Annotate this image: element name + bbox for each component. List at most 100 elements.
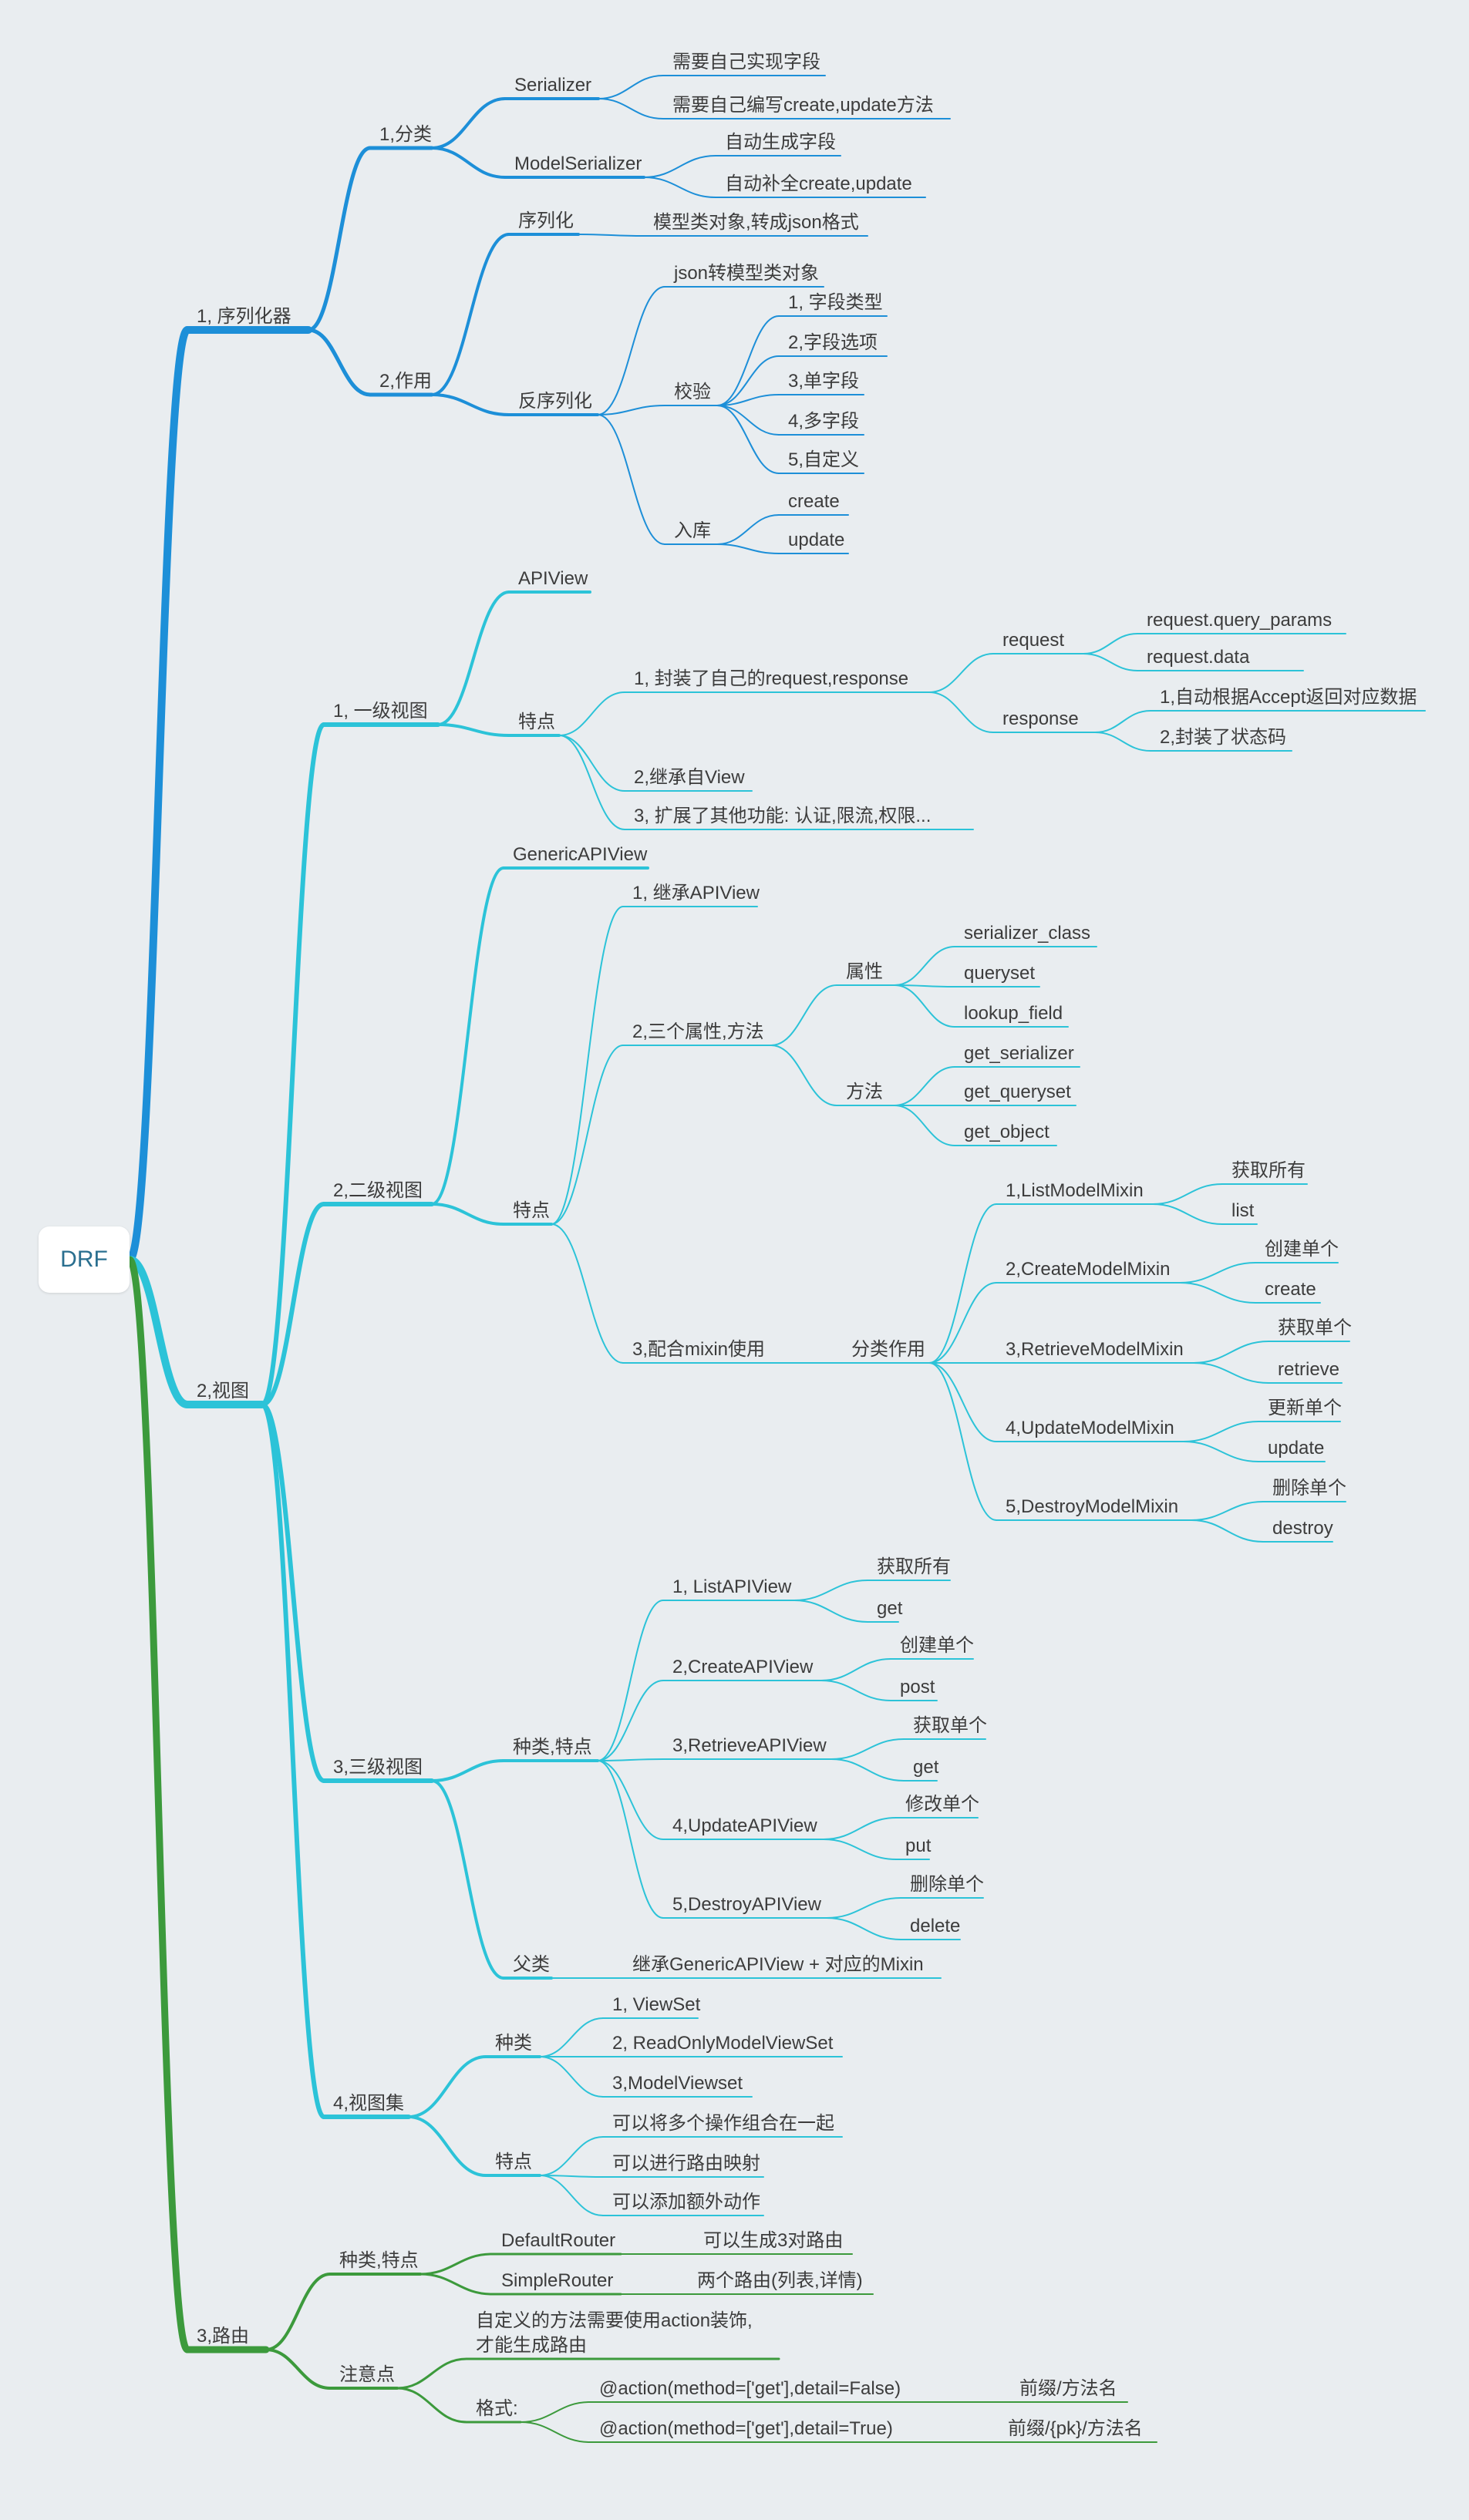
node-v1b1b1[interactable]: 1,自动根据Accept返回对应数据 bbox=[1094, 687, 1426, 733]
node-s1b2[interactable]: 自动补全create,update bbox=[643, 173, 926, 198]
node-s2b3[interactable]: 入库 bbox=[597, 414, 718, 545]
node-s2b2c[interactable]: 3,单字段 bbox=[716, 371, 864, 406]
node-m5b[interactable]: destroy bbox=[1191, 1518, 1333, 1543]
node-v3b[interactable]: 父类 bbox=[430, 1779, 553, 1980]
node-m1b[interactable]: list bbox=[1152, 1200, 1258, 1225]
node-v4b[interactable]: 特点 bbox=[407, 2115, 541, 2177]
node-v2b1[interactable]: 1, 继承APIView bbox=[551, 883, 760, 1225]
node-s2b3a[interactable]: create bbox=[716, 491, 849, 545]
node-s1a1[interactable]: 需要自己实现字段 bbox=[598, 52, 826, 99]
root-node[interactable]: DRF bbox=[39, 1226, 130, 1293]
node-v1b3[interactable]: 3, 扩展了其他功能: 认证,限流,权限... bbox=[558, 735, 974, 830]
node-v1b1a1[interactable]: request.query_params bbox=[1083, 610, 1346, 654]
node-v1b1a[interactable]: request bbox=[928, 630, 1084, 693]
node-s2a1[interactable]: 模型类对象,转成json格式 bbox=[578, 212, 868, 237]
node-r2b[interactable]: 格式: bbox=[396, 2387, 522, 2424]
node-g2a[interactable]: 创建单个 bbox=[820, 1635, 974, 1681]
node-r1[interactable]: 种类,特点 bbox=[264, 2250, 422, 2351]
node-g5b[interactable]: delete bbox=[826, 1916, 961, 1940]
node-m4a[interactable]: 更新单个 bbox=[1183, 1398, 1342, 1442]
node-r2b1[interactable]: @action(method=['get'],detail=False) bbox=[520, 2378, 930, 2423]
node-v1b1[interactable]: 1, 封装了自己的request,response bbox=[558, 668, 930, 736]
node-s2b2a[interactable]: 1, 字段类型 bbox=[716, 292, 888, 406]
node-v3[interactable]: 3,三级视图 bbox=[260, 1402, 434, 1783]
node-v1b1a2[interactable]: request.data bbox=[1083, 647, 1304, 671]
node-g5a[interactable]: 删除单个 bbox=[826, 1874, 984, 1919]
node-v1b1b2[interactable]: 2,封装了状态码 bbox=[1094, 727, 1292, 752]
node-v2b2[interactable]: 2,三个属性,方法 bbox=[551, 1021, 772, 1225]
node-r2a[interactable]: 自定义的方法需要使用action装饰,才能生成路由 bbox=[396, 2310, 780, 2390]
node-v1b1b[interactable]: response bbox=[928, 691, 1096, 733]
node-v2b2b2[interactable]: get_queryset bbox=[894, 1082, 1076, 1107]
node-s2a[interactable]: 序列化 bbox=[430, 210, 580, 396]
node-v2b2a1[interactable]: serializer_class bbox=[894, 923, 1097, 986]
node-m4[interactable]: 4,UpdateModelMixin bbox=[928, 1362, 1184, 1442]
node-v1a[interactable]: APIView bbox=[436, 568, 591, 726]
node-v2b3[interactable]: 3,配合mixin使用 bbox=[551, 1223, 772, 1364]
node-v4a[interactable]: 种类 bbox=[407, 2033, 541, 2118]
node-v4[interactable]: 4,视图集 bbox=[260, 1402, 411, 2119]
node-m5a[interactable]: 删除单个 bbox=[1191, 1478, 1346, 1521]
node-r[interactable]: 3,路由 bbox=[126, 1256, 270, 2353]
node-g3a[interactable]: 获取单个 bbox=[831, 1715, 987, 1760]
node-r1a[interactable]: DefaultRouter bbox=[419, 2230, 622, 2276]
node-v2b2b1[interactable]: get_serializer bbox=[894, 1043, 1080, 1106]
node-v4b1[interactable]: 可以将多个操作组合在一起 bbox=[539, 2113, 843, 2176]
node-s2b2[interactable]: 校验 bbox=[597, 382, 718, 416]
node-s[interactable]: 1, 序列化器 bbox=[126, 306, 312, 1263]
node-s2b3b[interactable]: update bbox=[716, 530, 849, 554]
node-g2[interactable]: 2,CreateAPIView bbox=[597, 1657, 822, 1761]
node-s1b[interactable]: ModelSerializer bbox=[430, 146, 645, 179]
node-v2b2b[interactable]: 方法 bbox=[770, 1045, 895, 1106]
node-r2[interactable]: 注意点 bbox=[264, 2348, 399, 2390]
node-g2b[interactable]: post bbox=[820, 1677, 938, 1701]
node-r2b1a[interactable]: 前缀/方法名 bbox=[928, 2378, 1128, 2403]
node-m3a[interactable]: 获取单个 bbox=[1193, 1317, 1352, 1364]
node-g3b[interactable]: get bbox=[831, 1757, 939, 1781]
node-v3b1[interactable]: 继承GenericAPIView + 对应的Mixin bbox=[551, 1954, 942, 1980]
node-g4b[interactable]: put bbox=[823, 1835, 932, 1860]
node-r1a1[interactable]: 可以生成3对路由 bbox=[620, 2230, 853, 2256]
node-s1b1[interactable]: 自动生成字段 bbox=[643, 132, 841, 178]
node-v2b2a[interactable]: 属性 bbox=[770, 961, 895, 1046]
node-v3a[interactable]: 种类,特点 bbox=[430, 1737, 599, 1782]
node-m3[interactable]: 3,RetrieveModelMixin bbox=[928, 1339, 1194, 1364]
node-r1b1[interactable]: 两个路由(列表,详情) bbox=[620, 2270, 874, 2296]
node-v1[interactable]: 1, 一级视图 bbox=[260, 701, 440, 1407]
node-v2[interactable]: 2,二级视图 bbox=[260, 1180, 434, 1407]
node-g4[interactable]: 4,UpdateAPIView bbox=[597, 1760, 824, 1840]
node-s2b1[interactable]: json转模型类对象 bbox=[597, 263, 824, 416]
node-v4a3[interactable]: 3,ModelViewset bbox=[539, 2056, 753, 2098]
node-s1[interactable]: 1,分类 bbox=[306, 124, 434, 332]
node-v1b[interactable]: 特点 bbox=[436, 712, 561, 737]
node-g1[interactable]: 1, ListAPIView bbox=[597, 1576, 795, 1761]
node-m1a[interactable]: 获取所有 bbox=[1152, 1160, 1308, 1205]
node-m2[interactable]: 2,CreateModelMixin bbox=[928, 1259, 1181, 1364]
node-m2a[interactable]: 创建单个 bbox=[1179, 1239, 1339, 1284]
node-g1b[interactable]: get bbox=[793, 1598, 903, 1623]
node-g5[interactable]: 5,DestroyAPIView bbox=[597, 1760, 827, 1919]
node-m5[interactable]: 5,DestroyModelMixin bbox=[928, 1362, 1192, 1521]
node-m1[interactable]: 1,ListModelMixin bbox=[928, 1180, 1154, 1364]
node-g4a[interactable]: 修改单个 bbox=[823, 1794, 979, 1840]
node-v2b2a2[interactable]: queryset bbox=[894, 963, 1040, 987]
node-v2b2a3[interactable]: lookup_field bbox=[894, 984, 1069, 1028]
node-s2[interactable]: 2,作用 bbox=[306, 328, 434, 397]
node-v4a2[interactable]: 2, ReadOnlyModelViewSet bbox=[539, 2033, 843, 2058]
node-m3b[interactable]: retrieve bbox=[1193, 1359, 1343, 1384]
node-v4b2[interactable]: 可以进行路由映射 bbox=[539, 2153, 764, 2178]
node-s1a[interactable]: Serializer bbox=[430, 75, 600, 150]
node-v2a[interactable]: GenericAPIView bbox=[430, 844, 649, 1206]
node-s1a2[interactable]: 需要自己编写create,update方法 bbox=[598, 95, 951, 119]
node-v2b2b3[interactable]: get_object bbox=[894, 1105, 1057, 1146]
node-r2b2[interactable]: @action(method=['get'],detail=True) bbox=[520, 2418, 926, 2443]
node-s2b2d[interactable]: 4,多字段 bbox=[716, 405, 864, 436]
node-m2b[interactable]: create bbox=[1179, 1279, 1321, 1304]
node-v4a1[interactable]: 1, ViewSet bbox=[539, 1994, 701, 2057]
node-r2b2a[interactable]: 前缀/{pk}/方法名 bbox=[925, 2418, 1157, 2444]
node-s2b2b[interactable]: 2,字段选项 bbox=[716, 332, 888, 406]
node-s2b[interactable]: 反序列化 bbox=[430, 391, 599, 416]
node-v1b2[interactable]: 2,继承自View bbox=[558, 735, 753, 792]
node-s2b2e[interactable]: 5,自定义 bbox=[716, 405, 864, 474]
node-v[interactable]: 2,视图 bbox=[126, 1256, 266, 1408]
